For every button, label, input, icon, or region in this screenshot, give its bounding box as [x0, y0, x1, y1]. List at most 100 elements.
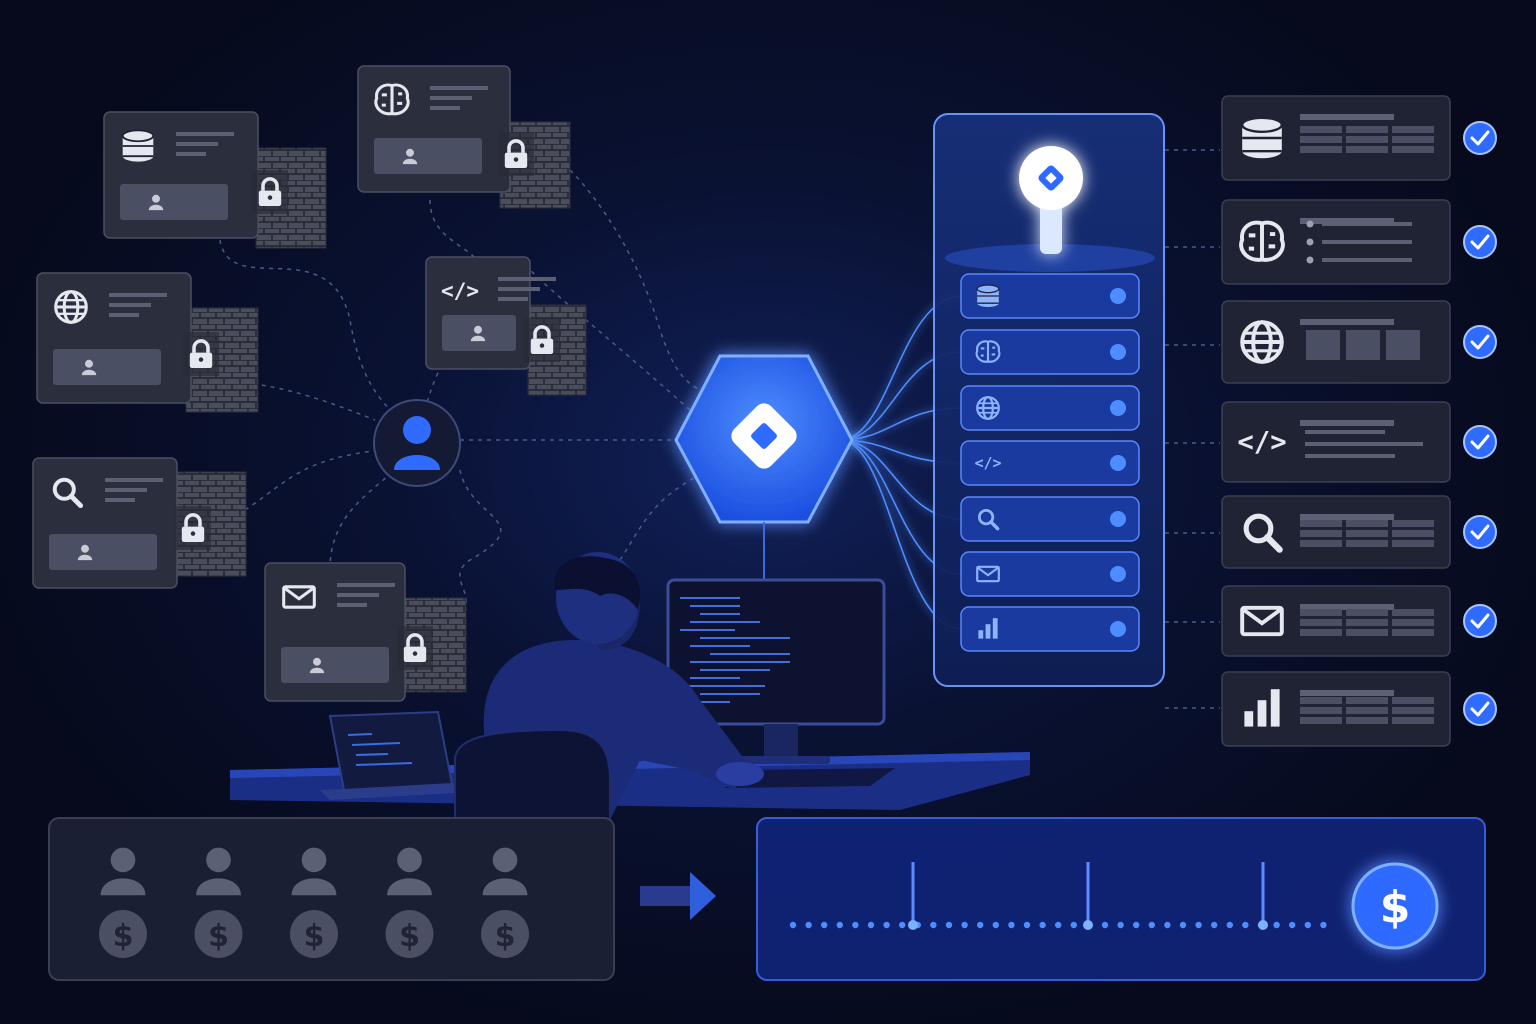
- mail-icon: [1240, 605, 1284, 637]
- svg-text:</>: </>: [441, 278, 479, 303]
- dollar-coin: [1351, 862, 1439, 950]
- check-icon: [1463, 225, 1497, 259]
- user-icon: [100, 847, 146, 896]
- status-dot: [1110, 344, 1126, 360]
- locked-service-card: </>: [425, 256, 587, 396]
- user-icon: [77, 544, 93, 561]
- code-icon: </>: [975, 454, 1002, 472]
- database-icon: [121, 129, 155, 162]
- lock-icon: [504, 139, 528, 168]
- dollar-icon: $: [304, 919, 325, 954]
- verified-service-card-mail[interactable]: [1221, 585, 1451, 657]
- locked-service-card: [32, 457, 247, 589]
- diamond-icon: [731, 403, 797, 469]
- dollar-icon: $: [1380, 882, 1411, 933]
- user-icon: [148, 194, 164, 211]
- search-icon: [1243, 513, 1283, 553]
- arrow-icon: [640, 872, 716, 920]
- brain-icon: [1239, 220, 1285, 262]
- globe-icon: [54, 290, 88, 324]
- status-dot: [1110, 511, 1126, 527]
- check-icon: [1463, 425, 1497, 459]
- verified-service-card-search[interactable]: [1221, 495, 1451, 569]
- usage-spike: [1083, 862, 1093, 930]
- usage-spike: [908, 862, 918, 930]
- dollar-icon: $: [208, 919, 229, 954]
- verified-service-card-chart[interactable]: [1221, 671, 1451, 747]
- locked-service-card: [36, 272, 259, 413]
- dollar-icon: $: [495, 919, 516, 954]
- check-icon: [1463, 604, 1497, 638]
- check-icon: [1463, 121, 1497, 155]
- seat-dollar-coin: $: [194, 910, 243, 958]
- locked-service-card: [103, 111, 327, 249]
- seat-user: $: [290, 847, 338, 958]
- gateway-route-mail[interactable]: [960, 551, 1140, 597]
- brain-icon: [374, 83, 410, 116]
- gateway-route-search[interactable]: [960, 496, 1140, 542]
- seat-dollar-coin: $: [99, 910, 147, 958]
- dollar-icon: $: [399, 919, 420, 954]
- gateway-route-brain[interactable]: [960, 329, 1140, 375]
- code-icon: </>: [441, 278, 479, 303]
- seat-dollar-coin: $: [385, 910, 434, 958]
- lock-icon: [189, 339, 213, 368]
- database-icon: [1241, 116, 1283, 159]
- code-icon: </>: [1237, 427, 1286, 458]
- svg-text:</>: </>: [975, 454, 1002, 472]
- locked-service-card: [264, 562, 467, 702]
- verified-service-card-code[interactable]: </>: [1221, 401, 1451, 483]
- locked-service-card: [357, 65, 571, 209]
- gateway-route-database[interactable]: [960, 273, 1140, 319]
- user-icon: [402, 148, 418, 165]
- globe-icon: [1240, 320, 1284, 364]
- status-dot: [1110, 400, 1126, 416]
- status-dot: [1110, 455, 1126, 471]
- verified-service-card-database[interactable]: [1221, 95, 1451, 181]
- user-icon: [394, 416, 440, 470]
- chair: [454, 728, 611, 831]
- search-icon: [52, 477, 84, 509]
- seat-user: $: [481, 847, 529, 958]
- user-icon: [470, 325, 486, 342]
- seat-user: $: [99, 847, 147, 958]
- mail-icon: [976, 565, 1000, 583]
- user-icon: [196, 847, 241, 896]
- seat-user: $: [385, 847, 434, 958]
- user-node[interactable]: [373, 399, 461, 487]
- seat-dollar-coin: $: [290, 910, 338, 958]
- verified-service-card-globe[interactable]: [1221, 300, 1451, 384]
- seat-user: $: [194, 847, 243, 958]
- lock-icon: [530, 325, 554, 354]
- status-dot: [1110, 566, 1126, 582]
- user-icon: [387, 847, 432, 896]
- seat-dollar-coin: $: [481, 910, 529, 958]
- status-dot: [1110, 621, 1126, 637]
- gateway-route-code[interactable]: </>: [960, 440, 1140, 486]
- monitor[interactable]: [666, 578, 895, 788]
- chart-icon: [1244, 689, 1280, 727]
- globe-icon: [976, 396, 1000, 420]
- gateway-route-globe[interactable]: [960, 385, 1140, 431]
- brain-icon: [975, 340, 1001, 363]
- check-icon: [1463, 325, 1497, 359]
- per-seat-panel: [48, 817, 615, 981]
- gateway-route-chart[interactable]: [960, 606, 1140, 652]
- lock-icon: [258, 177, 282, 206]
- check-icon: [1463, 515, 1497, 549]
- search-icon: [977, 508, 1000, 531]
- usage-spike: [1258, 862, 1268, 930]
- status-dot: [1110, 288, 1126, 304]
- lock-icon: [403, 633, 427, 662]
- user-icon: [291, 847, 337, 896]
- verified-service-card-brain[interactable]: [1221, 199, 1451, 285]
- user-icon: [482, 847, 528, 896]
- chart-icon: [978, 618, 998, 639]
- database-icon: [976, 284, 1000, 308]
- check-icon: [1463, 692, 1497, 726]
- usage-ticks: [789, 921, 1327, 929]
- dollar-icon: $: [113, 919, 134, 954]
- mail-icon: [282, 585, 316, 609]
